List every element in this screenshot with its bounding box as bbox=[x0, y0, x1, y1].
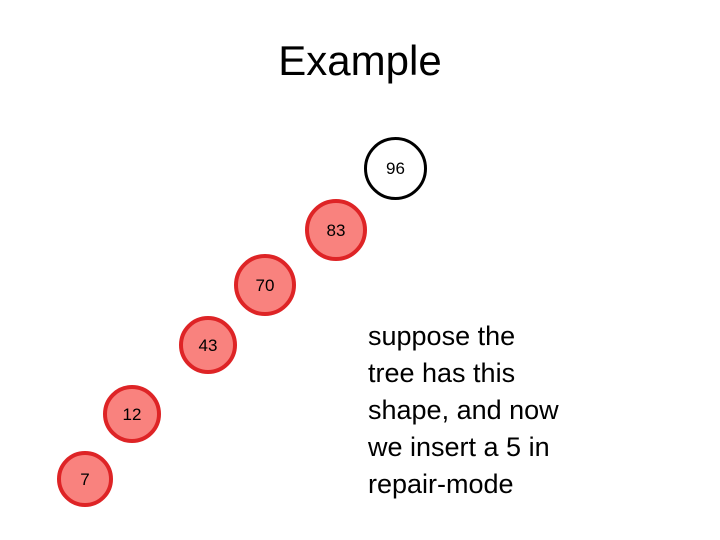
tree-node[interactable]: 43 bbox=[179, 316, 237, 374]
tree-node-label: 96 bbox=[386, 159, 405, 178]
caption-line: repair-mode bbox=[368, 469, 514, 499]
tree-node[interactable]: 7 bbox=[57, 451, 113, 507]
caption-line: tree has this bbox=[368, 358, 516, 388]
tree-node[interactable]: 70 bbox=[234, 254, 296, 316]
tree-node-label: 70 bbox=[255, 275, 275, 295]
tree-node[interactable]: 12 bbox=[103, 385, 161, 443]
caption-text-block: suppose the tree has this shape, and now we… bbox=[368, 318, 618, 503]
tree-node[interactable]: 83 bbox=[305, 199, 367, 261]
tree-node-label: 43 bbox=[198, 335, 218, 355]
tree-node-label: 12 bbox=[122, 404, 142, 424]
page-title: Example bbox=[278, 37, 442, 84]
caption-line: we insert a 5 in bbox=[368, 432, 550, 462]
caption-line: suppose the bbox=[368, 321, 516, 351]
tree-node-label: 83 bbox=[326, 220, 346, 240]
caption-line: shape, and now bbox=[368, 395, 559, 425]
tree-node-label: 7 bbox=[80, 469, 90, 489]
tree-node[interactable]: 96 bbox=[364, 137, 427, 200]
